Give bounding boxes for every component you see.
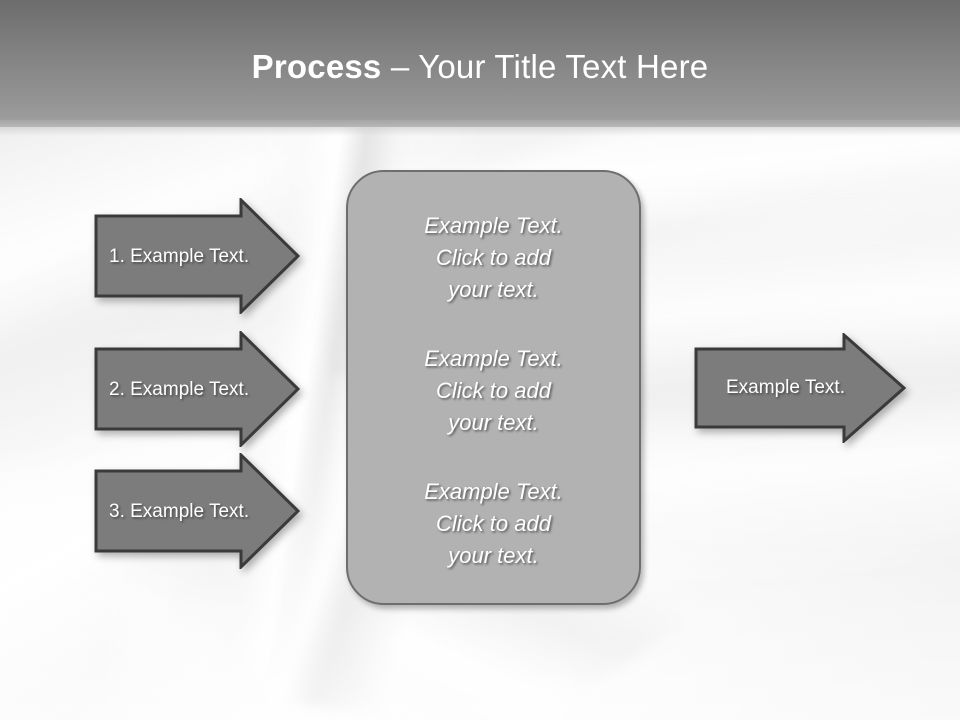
right-arrow-icon xyxy=(94,331,300,447)
process-arrow-1[interactable]: 1. Example Text. xyxy=(94,198,300,314)
title-band-fade xyxy=(0,120,960,136)
title-band xyxy=(0,0,960,127)
process-arrow-3[interactable]: 3. Example Text. xyxy=(94,453,300,569)
center-paragraph-1: Example Text. Click to add your text. xyxy=(424,213,563,302)
center-paragraph-3: Example Text. Click to add your text. xyxy=(424,479,563,568)
center-paragraph-2: Example Text. Click to add your text. xyxy=(424,346,563,435)
right-arrow-icon xyxy=(94,198,300,314)
page-title: Process – Your Title Text Here xyxy=(0,48,960,86)
process-arrow-2[interactable]: 2. Example Text. xyxy=(94,331,300,447)
center-content-box[interactable]: Example Text. Click to add your text. Ex… xyxy=(346,170,641,605)
right-arrow-icon xyxy=(694,333,906,443)
process-output-arrow[interactable]: Example Text. xyxy=(694,333,906,443)
page-title-rest: – Your Title Text Here xyxy=(381,48,709,85)
right-arrow-icon xyxy=(94,453,300,569)
page-title-bold: Process xyxy=(251,48,382,85)
